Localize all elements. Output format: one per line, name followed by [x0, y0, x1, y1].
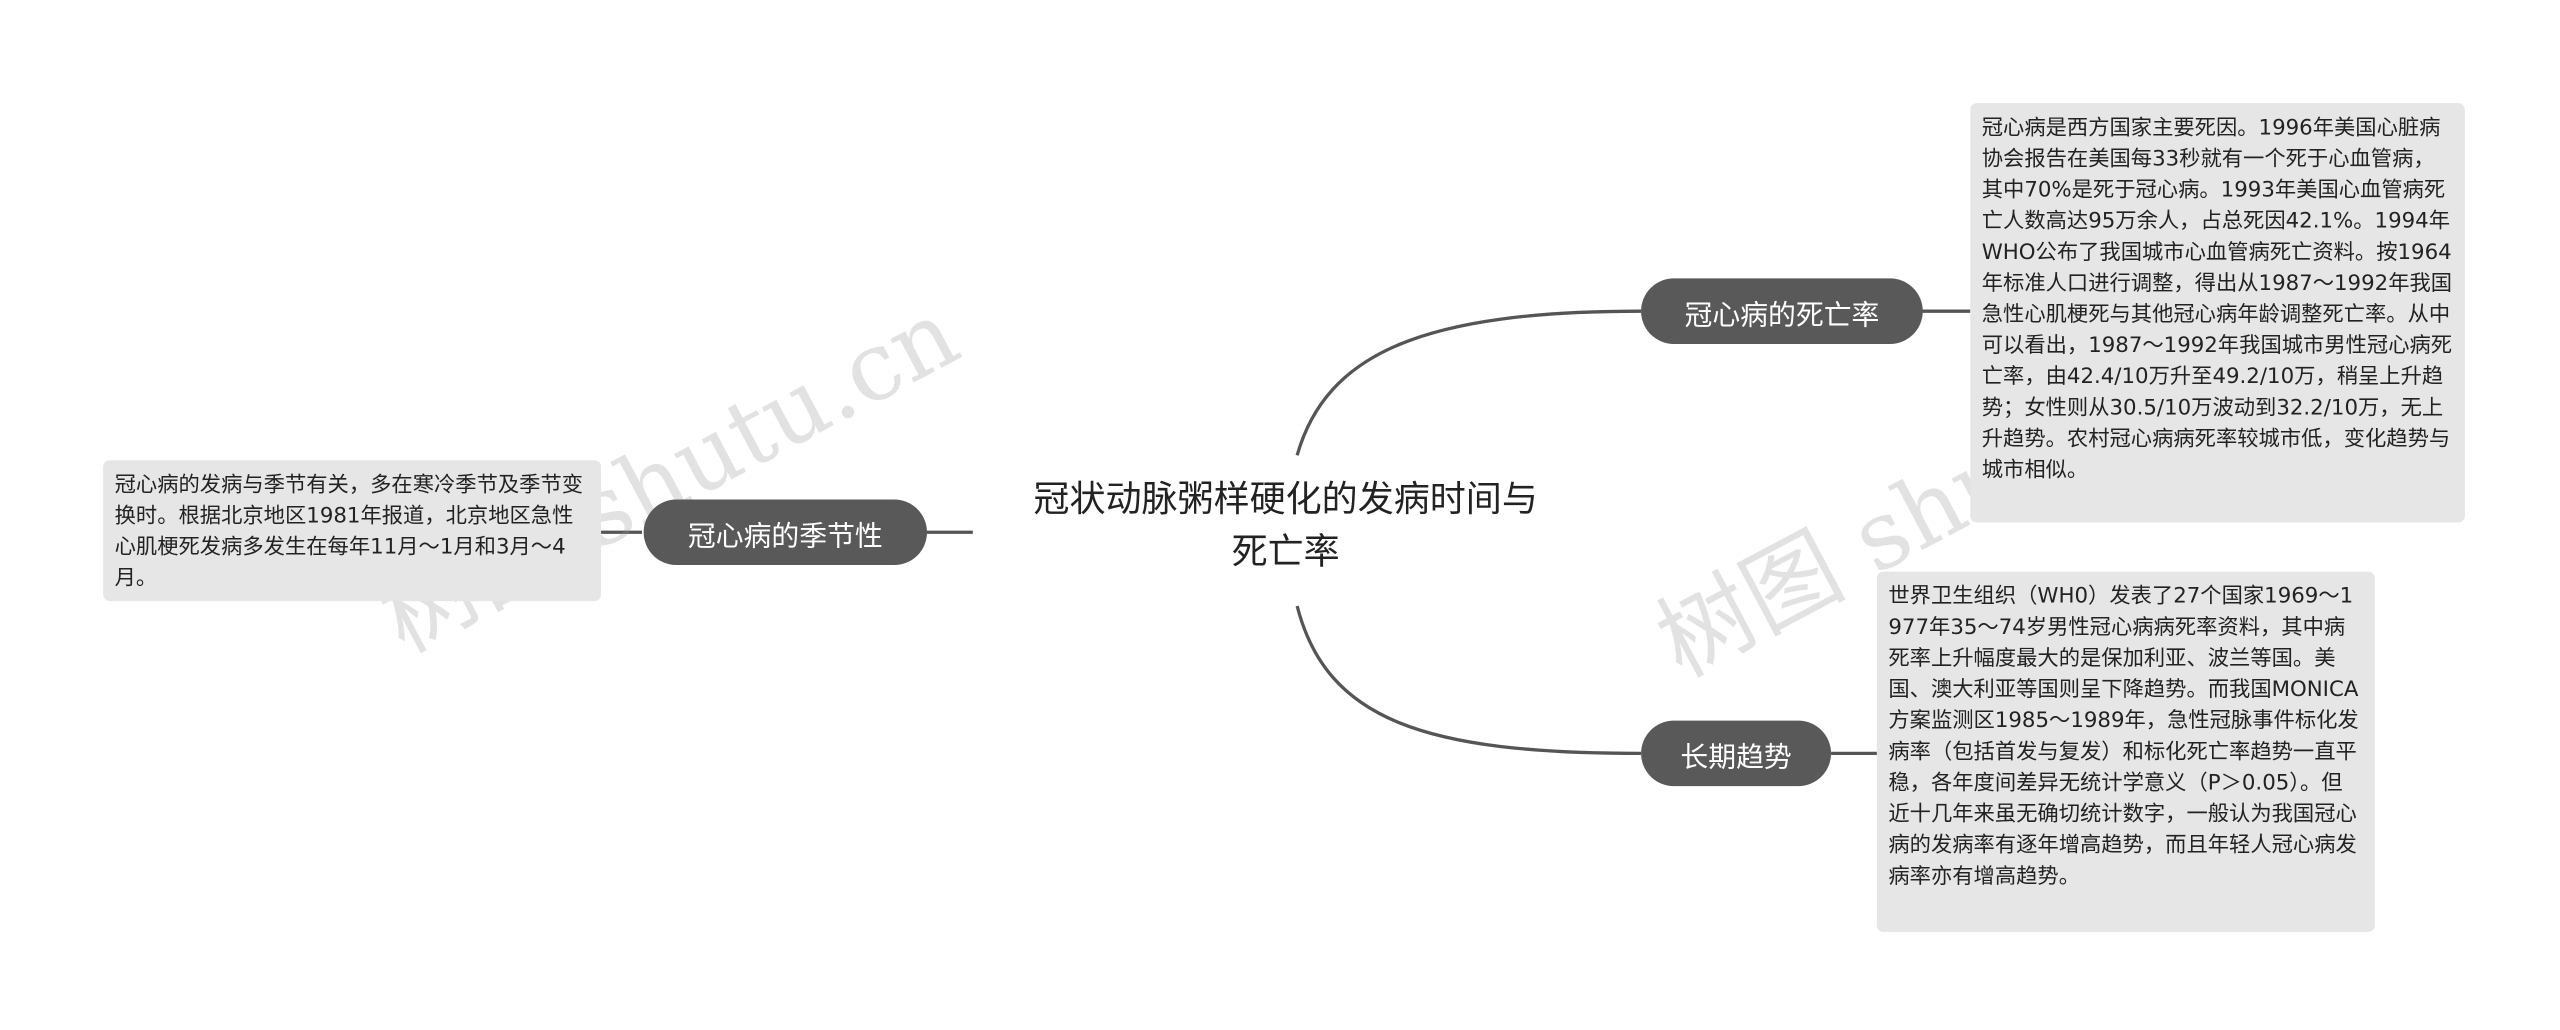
topic-mortality[interactable]: 冠心病的死亡率: [1641, 278, 1923, 344]
note-long-term-trend: 世界卫生组织（WH0）发表了27个国家1969～1977年35～74岁男性冠心病…: [1876, 571, 2375, 932]
topic-long-term-trend[interactable]: 长期趋势: [1641, 720, 1832, 787]
note-seasonality: 冠心病的发病与季节有关，多在寒冷季节及季节变换时。根据北京地区1981年报道，北…: [103, 460, 602, 602]
root-topic[interactable]: 冠状动脉粥样硬化的发病时间与死亡率: [1033, 479, 1538, 574]
topic-seasonality[interactable]: 冠心病的季节性: [643, 499, 927, 566]
note-mortality: 冠心病是西方国家主要死因。1996年美国心脏病协会报告在美国每33秒就有一个死于…: [1970, 103, 2465, 523]
connector-to-trend: [1295, 605, 1642, 756]
connector-to-mortality: [1295, 309, 1642, 456]
